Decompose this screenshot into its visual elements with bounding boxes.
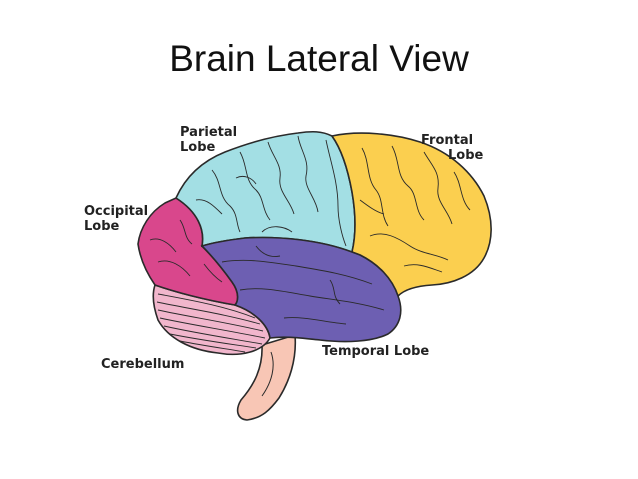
temporal-sulci [221, 245, 385, 325]
parietal-lobe-label: Parietal Lobe [180, 125, 237, 155]
frontal-label-line1: Frontal [421, 133, 474, 148]
frontal-lobe-region [330, 132, 492, 298]
occipital-lobe-label: Occipital Lobe [84, 204, 148, 234]
brainstem-detail [261, 351, 274, 397]
occipital-sulci [149, 219, 223, 283]
temporal-lobe-label: Temporal Lobe [322, 344, 430, 359]
parietal-label-line1: Parietal [180, 125, 238, 140]
parietal-label-line2: Lobe [180, 140, 216, 155]
occipital-label-line2: Lobe [84, 219, 120, 234]
frontal-sulci [359, 145, 471, 273]
temporal-lobe-region [200, 236, 402, 343]
brainstem-region [236, 333, 297, 421]
page-title: Brain Lateral View [169, 38, 469, 79]
frontal-label-line2: Lobe [448, 148, 484, 163]
cerebellum-label: Cerebellum [101, 357, 185, 372]
frontal-lobe-label: Frontal Lobe [421, 133, 483, 163]
cerebellum-folia [156, 293, 266, 353]
occipital-label-line1: Occipital [84, 204, 149, 219]
parietal-sulci [195, 135, 347, 247]
